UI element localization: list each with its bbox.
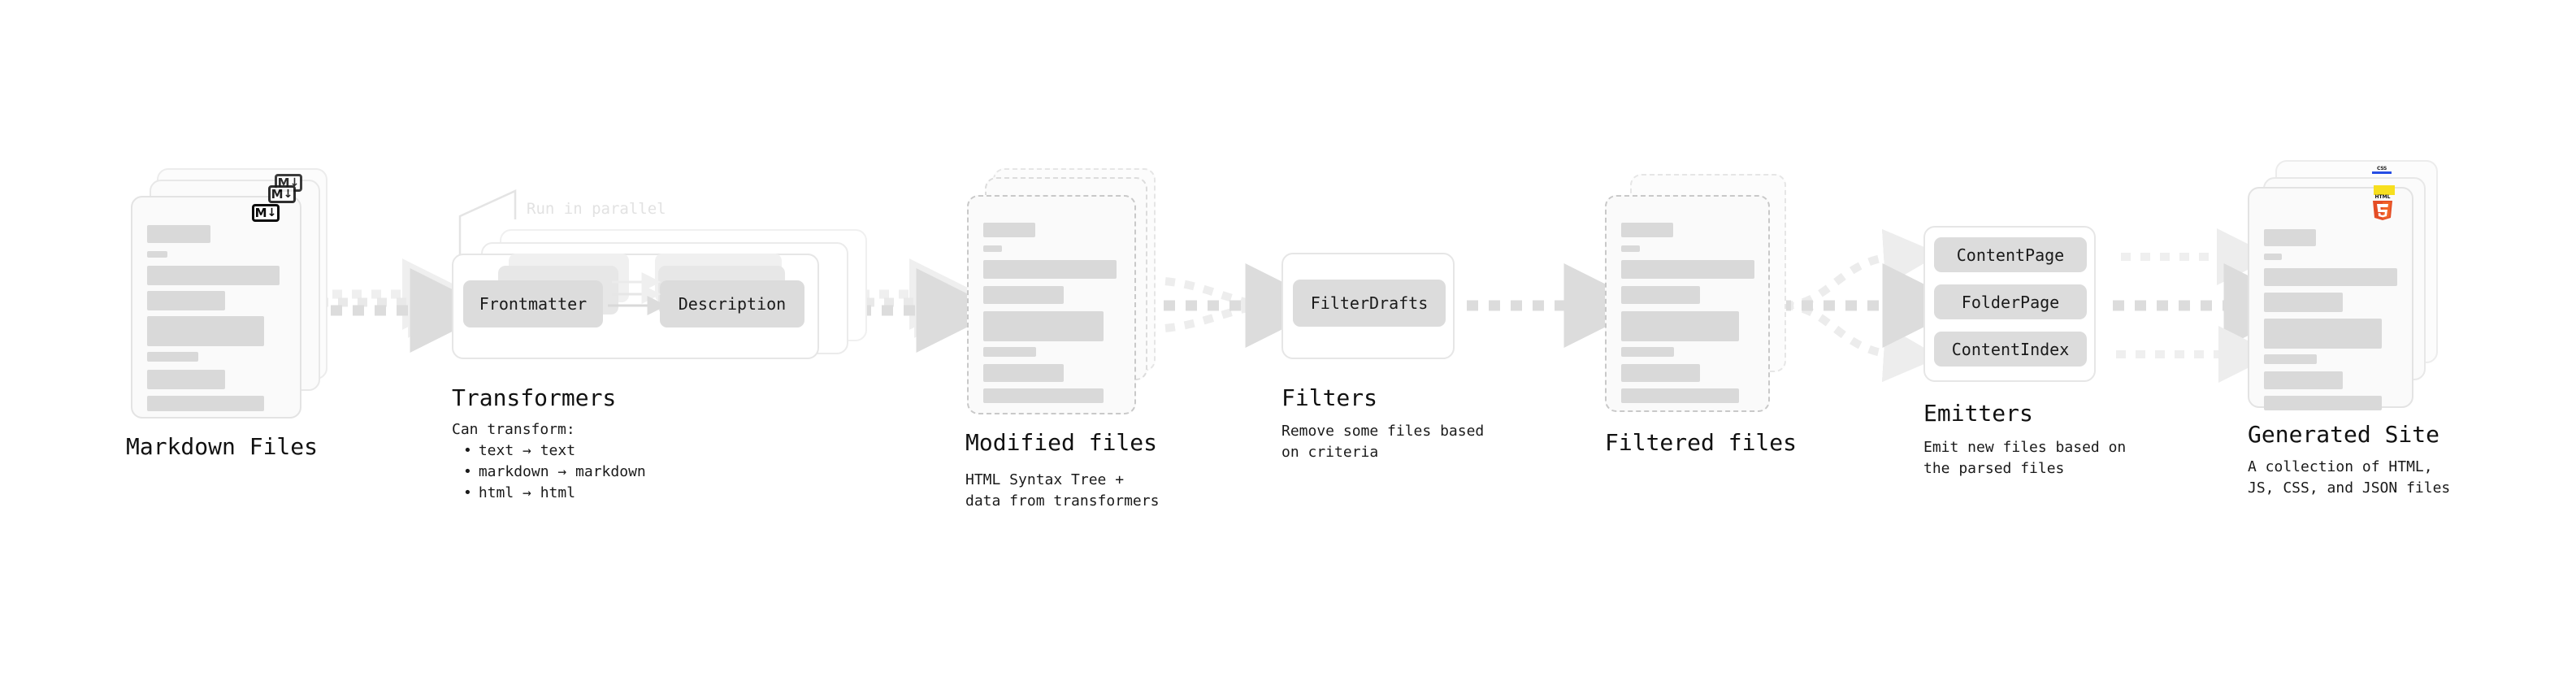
transformers-caption-header: Can transform: (452, 421, 575, 438)
emitters-title: Emitters (1923, 400, 2033, 427)
markdown-icon: M↓ (252, 204, 280, 222)
doc-bar (147, 352, 198, 362)
markdown-files-title: Markdown Files (126, 433, 319, 460)
transformers-title: Transformers (452, 384, 617, 411)
doc-bar (147, 291, 225, 310)
doc-bar (1621, 311, 1739, 341)
css-icon-underline (2372, 171, 2392, 174)
run-in-parallel-label: Run in parallel (527, 200, 666, 218)
arrow-emitters-to-site (2113, 228, 2309, 383)
js-icon (2374, 185, 2395, 195)
doc-bar (1621, 347, 1674, 357)
doc-bar (983, 347, 1036, 357)
doc-bar (983, 223, 1035, 237)
doc-bar (2264, 396, 2382, 410)
transformers-bullet: markdown → markdown (463, 462, 646, 483)
transformers-bullet: html → html (463, 483, 646, 504)
doc-bar (983, 286, 1064, 304)
doc-bar (983, 364, 1064, 382)
doc-bar (1621, 364, 1700, 382)
doc-bar (1621, 260, 1754, 279)
doc-bar (147, 225, 210, 243)
filter-chip-filterdrafts[interactable]: FilterDrafts (1293, 280, 1446, 327)
emitter-chip-contentindex[interactable]: ContentIndex (1934, 332, 2087, 367)
transformer-chip-frontmatter[interactable]: Frontmatter (463, 280, 603, 327)
site-file-front (2248, 187, 2413, 410)
transformer-chip-description[interactable]: Description (660, 280, 804, 327)
filtered-files-title: Filtered files (1605, 429, 1798, 456)
generated-site-title: Generated Site (2248, 421, 2440, 448)
doc-bar (1621, 388, 1739, 403)
doc-bar (147, 316, 264, 346)
doc-bar (1621, 245, 1640, 252)
emitter-chip-folderpage[interactable]: FolderPage (1934, 284, 2087, 319)
svg-text:HTML: HTML (2375, 194, 2391, 200)
transformers-bullet: text → text (463, 440, 646, 462)
css-icon-label: CSS (2377, 166, 2387, 171)
modified-files-title: Modified files (965, 429, 1158, 456)
html5-icon: HTML (2370, 193, 2395, 221)
doc-bar (2264, 371, 2343, 389)
markdown-icon: M↓ (268, 185, 296, 203)
emitters-caption: Emit new files based on the parsed files (1923, 439, 2127, 477)
doc-bar (147, 370, 225, 389)
modified-file-front (967, 195, 1136, 414)
doc-bar (147, 251, 167, 258)
doc-bar (983, 311, 1104, 341)
filters-caption: Remove some files based on criteria (1281, 423, 1485, 461)
doc-bar (1621, 223, 1673, 237)
doc-bar (983, 388, 1104, 403)
generated-site-caption: A collection of HTML, JS, CSS, and JSON … (2248, 458, 2451, 497)
modified-files-caption: HTML Syntax Tree + data from transformer… (965, 471, 1160, 510)
markdown-file-front (131, 196, 301, 419)
doc-bar (147, 266, 280, 285)
transformers-caption: Can transform: text → text markdown → ma… (452, 419, 646, 504)
doc-bar (2264, 354, 2317, 364)
emitter-chip-contentpage[interactable]: ContentPage (1934, 237, 2087, 272)
doc-bar (2264, 229, 2316, 246)
doc-bar (2264, 268, 2397, 286)
doc-bar (2264, 254, 2282, 260)
doc-bar (983, 260, 1117, 279)
arrow-modified-to-filters (1142, 263, 1330, 348)
transformers-bullet-list: text → text markdown → markdown html → h… (452, 440, 646, 504)
filters-title: Filters (1281, 384, 1378, 411)
doc-bar (147, 396, 264, 411)
doc-bar (983, 245, 1002, 252)
css-icon: CSS (2372, 166, 2392, 176)
doc-bar (1621, 286, 1700, 304)
doc-bar (2264, 319, 2382, 349)
doc-bar (2264, 293, 2343, 312)
arrow-filtered-to-emitters (1780, 228, 1967, 383)
filtered-file-front (1605, 195, 1770, 412)
